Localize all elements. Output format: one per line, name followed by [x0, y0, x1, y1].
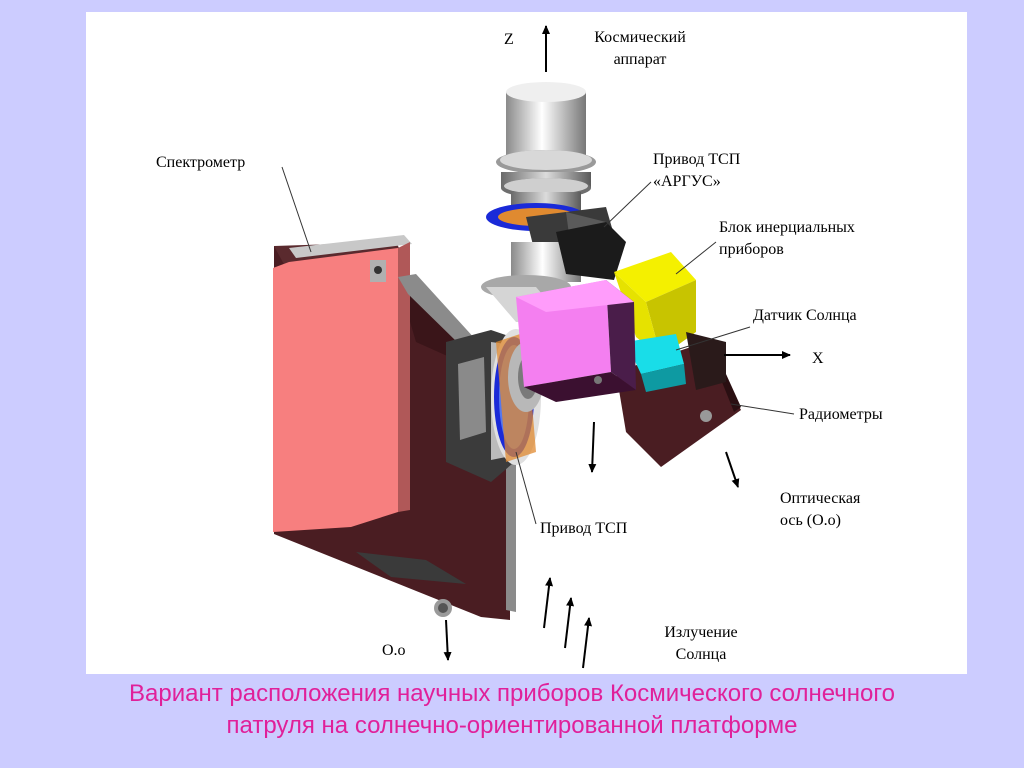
oo-arrow	[443, 619, 452, 661]
caption-line-2: патруля на солнечно-ориентированной плат…	[226, 712, 798, 739]
sun-radiation-label: Излучение Солнца	[664, 624, 738, 663]
sun-ray-3	[582, 617, 593, 669]
argus-housing	[556, 222, 626, 280]
argus-leader	[603, 181, 652, 228]
arrows	[443, 25, 791, 669]
x-axis-label: X	[812, 350, 824, 367]
spectrometer-leader	[281, 166, 312, 253]
instrument-block	[516, 280, 636, 402]
drive-leader	[515, 451, 537, 525]
sun-ray-1	[543, 577, 554, 629]
inertial-unit-label: Блок инерциальных приборов	[719, 219, 855, 258]
optical-axis-arrow-1	[588, 421, 597, 473]
radiometers-leader	[730, 403, 795, 415]
diagram-panel: Z Космический аппарат Спектрометр Привод…	[86, 12, 967, 674]
slide-caption: Вариант расположения научных приборов Ко…	[20, 678, 1004, 742]
sun-sensor-leader	[675, 326, 751, 351]
drive-argus-label: Привод ТСП «АРГУС»	[653, 151, 741, 190]
drive-label: Привод ТСП	[540, 520, 628, 537]
inertial-leader	[675, 241, 717, 275]
radiometers-label: Радиометры	[799, 406, 883, 423]
caption-line-1: Вариант расположения научных приборов Ко…	[129, 680, 895, 707]
tsp-drive	[446, 329, 544, 482]
optical-axis-arrow-2	[725, 451, 740, 488]
oo-label: О.о	[382, 642, 406, 659]
spacecraft-interface	[481, 82, 616, 322]
sun-ray-2	[564, 597, 575, 649]
optical-axis-label: Оптическая ось (О.о)	[780, 490, 861, 529]
sun-sensor-label: Датчик Солнца	[753, 307, 857, 324]
sun-sensor	[626, 334, 686, 392]
leader-lines	[281, 166, 795, 525]
z-axis-label: Z	[504, 31, 514, 48]
spectrometer-label: Спектрометр	[156, 154, 246, 171]
spacecraft-label: Космический аппарат	[594, 29, 686, 68]
instrument-diagram	[273, 25, 795, 669]
